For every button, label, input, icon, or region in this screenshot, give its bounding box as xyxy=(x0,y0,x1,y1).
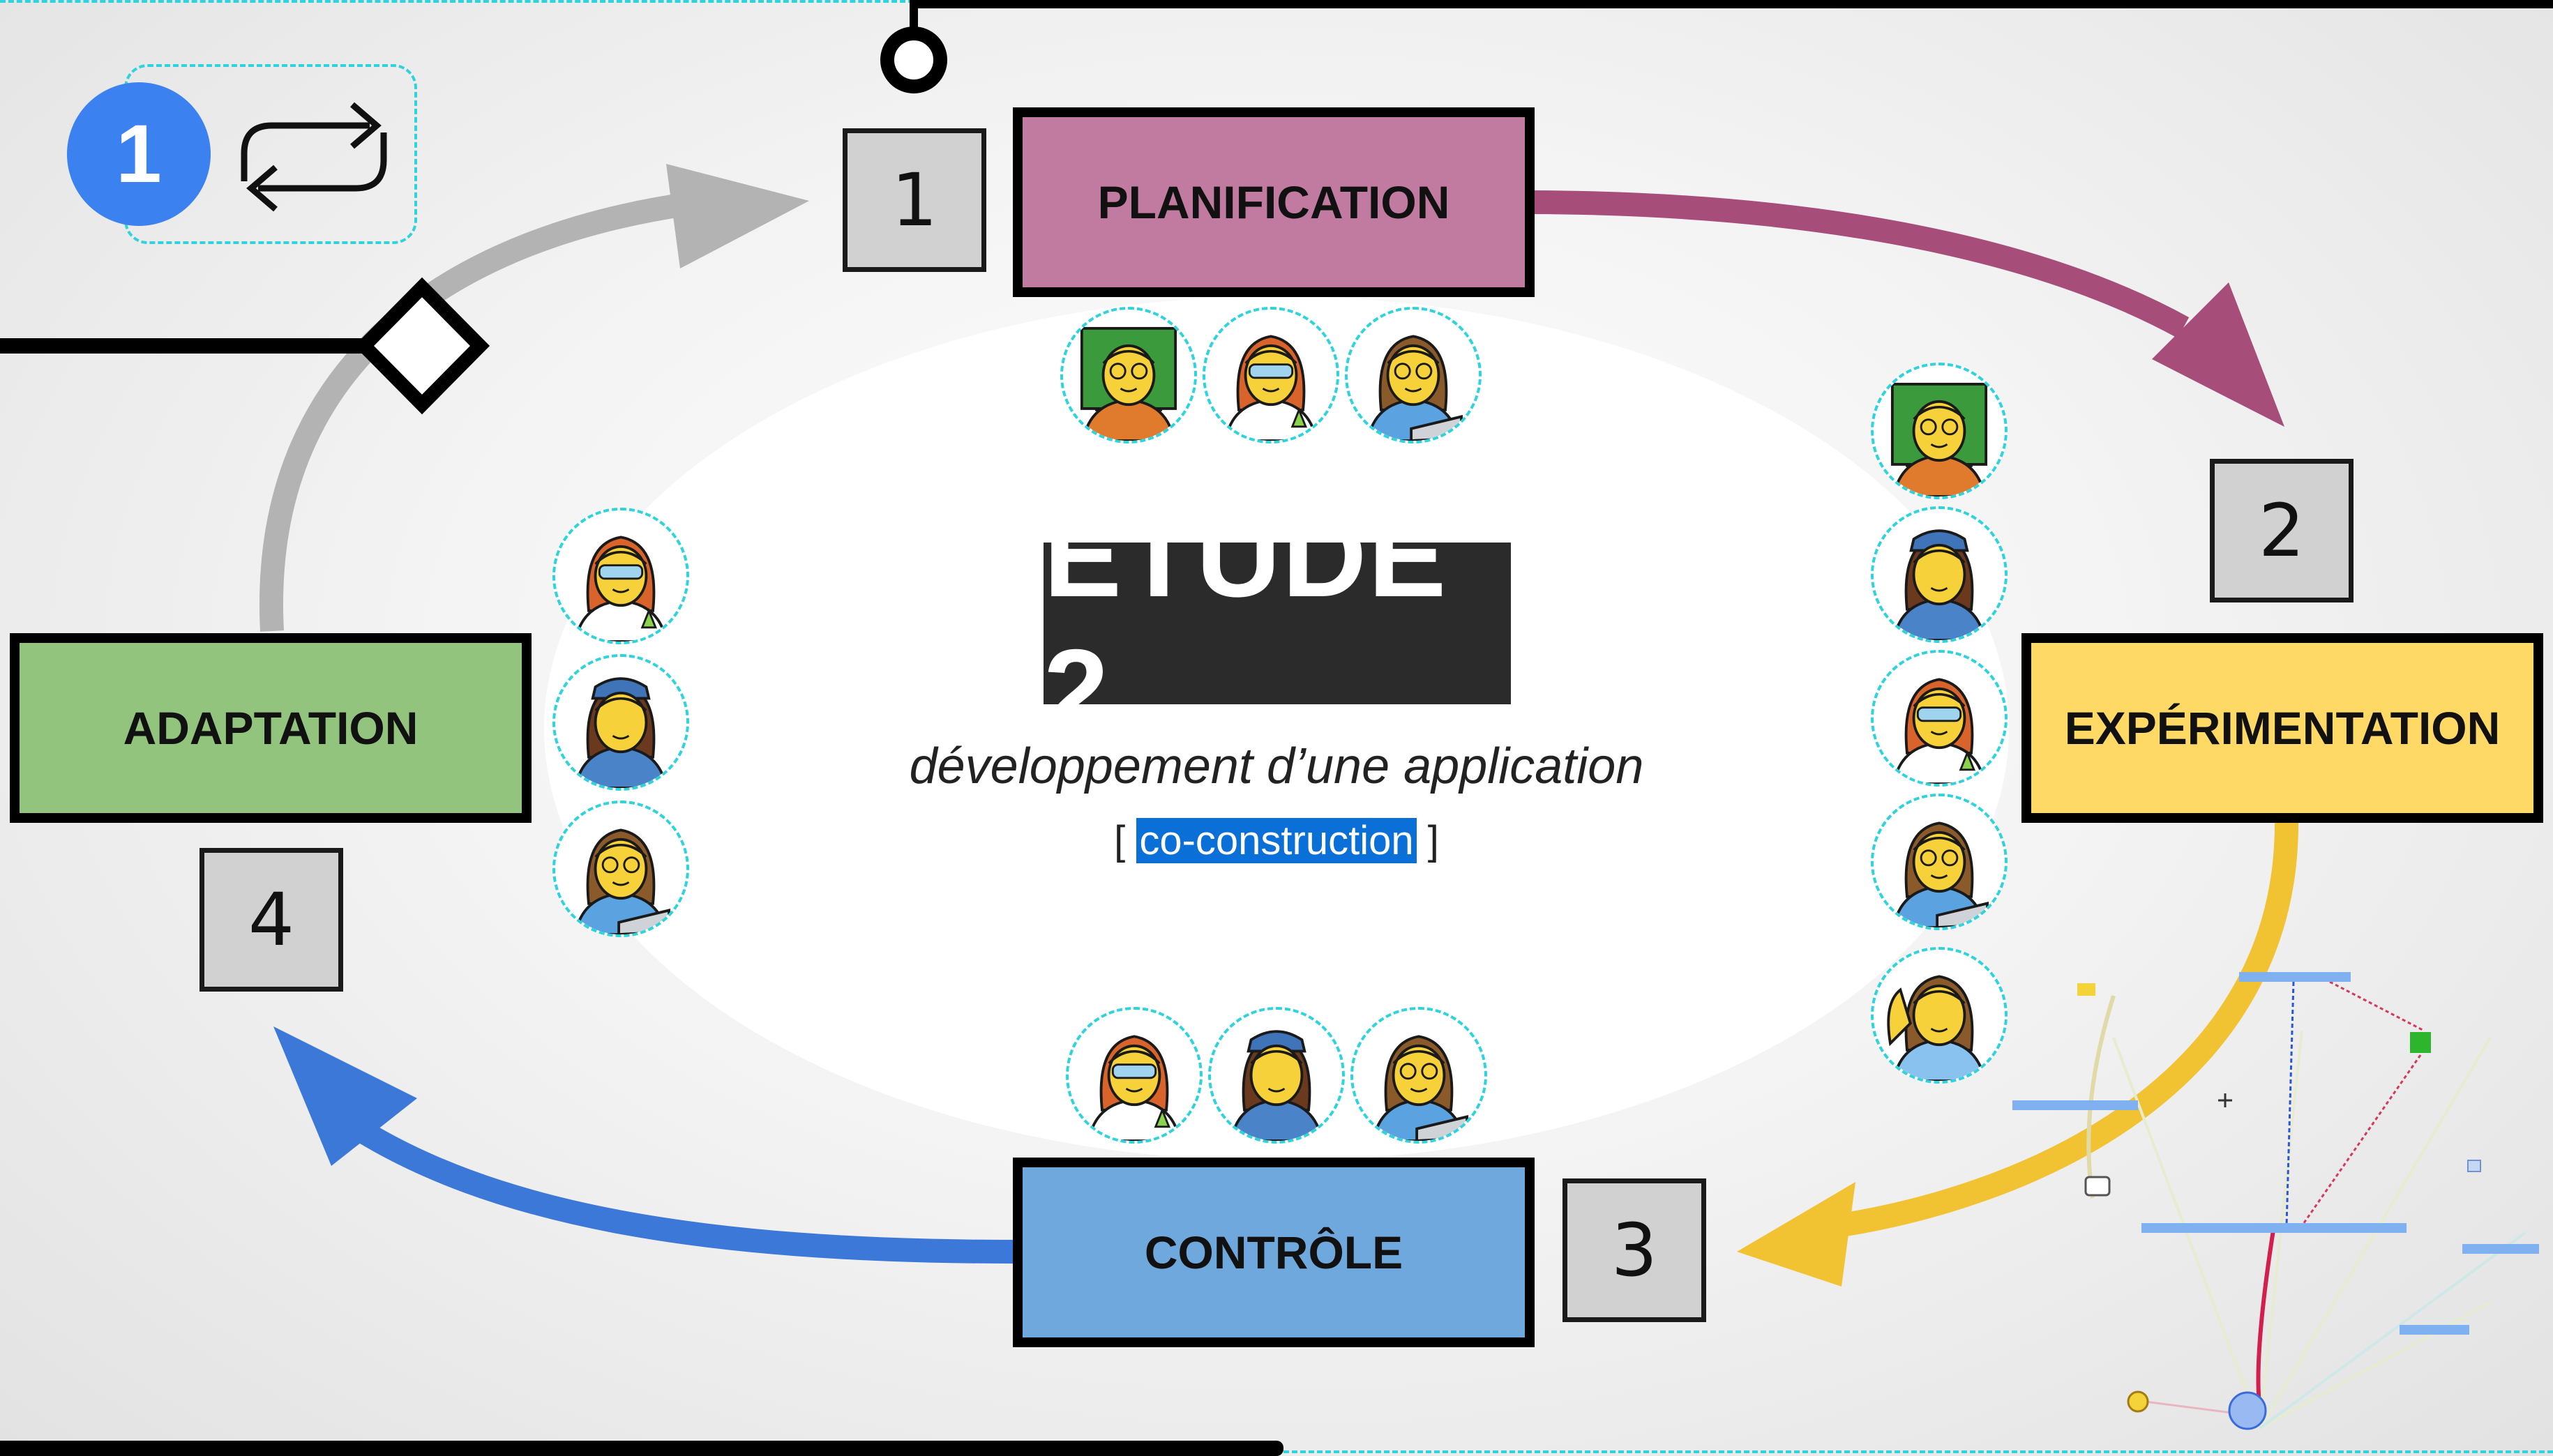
waving-woman-icon xyxy=(1871,947,2008,1084)
woman-scientist-icon xyxy=(1066,1007,1203,1144)
woman-teacher-icon xyxy=(1060,307,1197,443)
bottom-dashed-edge xyxy=(1283,1450,2553,1453)
woman-mechanic-icon xyxy=(1871,506,2008,643)
woman-technologist-icon xyxy=(1871,794,2008,930)
woman-technologist-icon xyxy=(1350,1007,1487,1144)
bottom-rail-line xyxy=(0,1441,1283,1456)
arrow-planification-to-experimentation xyxy=(1532,190,2190,338)
stage-adaptation-label: ADAPTATION xyxy=(123,702,419,754)
arrow-controle-to-adaptation xyxy=(342,1112,1016,1264)
step-badge: 1 xyxy=(67,82,211,226)
arrowhead-yellow xyxy=(1737,1182,1855,1287)
arrow-experimentation-to-controle xyxy=(1825,821,2299,1239)
study-subtitle: développement d’une application xyxy=(909,738,1644,794)
tag-close: ] xyxy=(1416,818,1439,863)
stage-planification-label: PLANIFICATION xyxy=(1097,176,1450,228)
inner-white-ring xyxy=(544,296,2009,1161)
arrowhead-blue xyxy=(273,1026,417,1166)
woman-mechanic-icon xyxy=(1208,1007,1345,1144)
woman-scientist-icon xyxy=(552,508,689,644)
woman-technologist-icon xyxy=(1345,307,1482,443)
stage-number-1: 1 xyxy=(843,128,986,272)
stage-planification: PLANIFICATION xyxy=(1013,107,1535,297)
stage-controle-label: CONTRÔLE xyxy=(1144,1227,1403,1278)
stage-number-4: 4 xyxy=(199,848,343,992)
stage-number-2: 2 xyxy=(2210,459,2354,602)
woman-teacher-icon xyxy=(1871,363,2008,499)
woman-scientist-icon xyxy=(1871,650,2008,787)
study-title: ÉTUDE 2 xyxy=(1044,490,1511,756)
woman-technologist-icon xyxy=(552,801,689,937)
woman-scientist-icon xyxy=(1203,307,1339,443)
repeat-arrows-icon xyxy=(241,102,387,212)
stage-experimentation: EXPÉRIMENTATION xyxy=(2021,633,2543,823)
stage-number-3: 3 xyxy=(1562,1178,1706,1322)
woman-mechanic-icon xyxy=(552,654,689,791)
top-dashed-edge xyxy=(0,0,914,3)
top-rail-line xyxy=(914,0,2553,8)
arrowhead-grey xyxy=(666,164,809,268)
milestone-diamond-marker xyxy=(354,277,490,415)
network-graph-thumbnail xyxy=(2012,972,2539,1430)
stage-controle: CONTRÔLE xyxy=(1013,1158,1535,1347)
stage-adaptation: ADAPTATION xyxy=(10,633,532,823)
arrowhead-purple xyxy=(2152,282,2284,427)
stage-experimentation-label: EXPÉRIMENTATION xyxy=(2064,702,2501,754)
milestone-circle-marker xyxy=(880,26,947,93)
tag-open: [ xyxy=(1114,818,1137,863)
co-construction-tag: [ co-construction ] xyxy=(907,817,1646,864)
tag-highlight: co-construction xyxy=(1136,818,1417,863)
